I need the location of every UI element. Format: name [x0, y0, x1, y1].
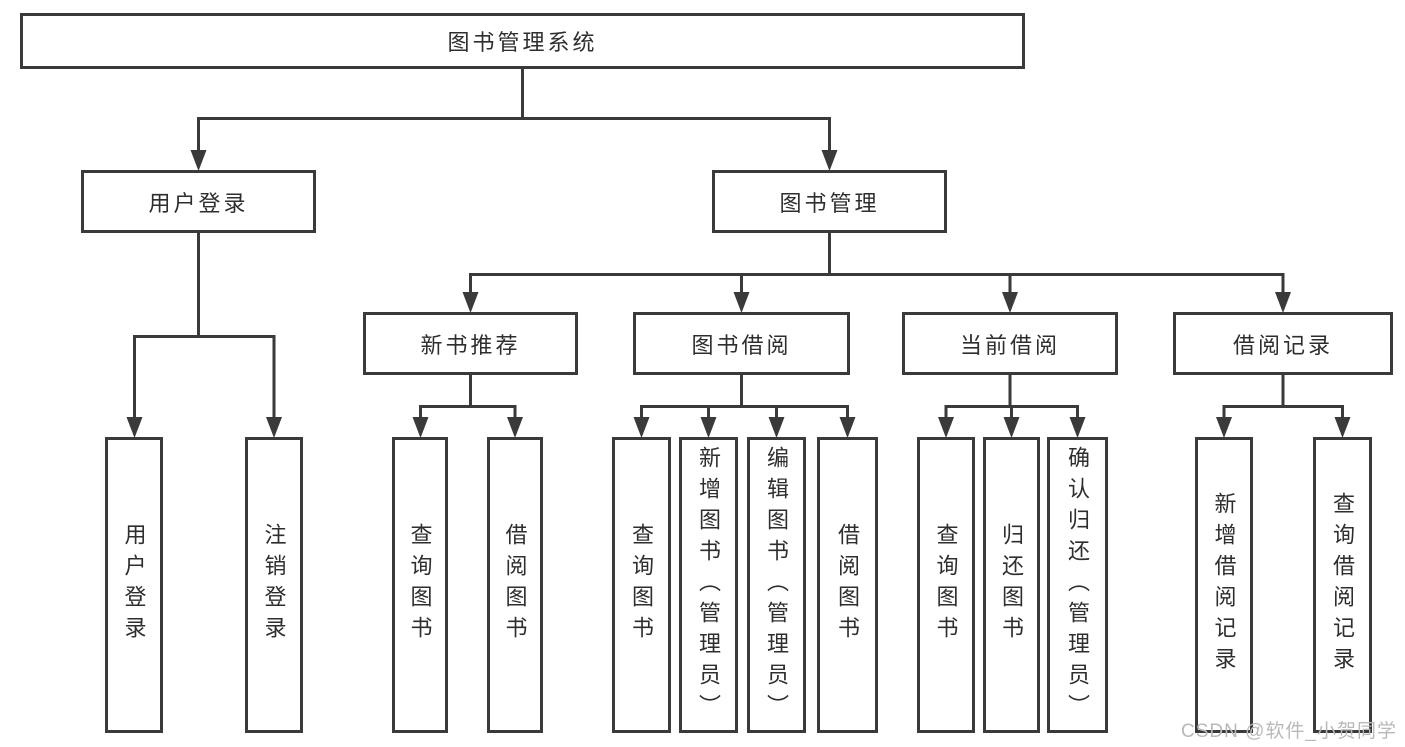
leaf-label: 借阅图书: [835, 523, 861, 647]
leaf-label: 新增借阅记录: [1211, 492, 1237, 678]
leaf-return-book: 归还图书: [983, 437, 1040, 733]
leaf-label: 查询图书: [407, 523, 433, 647]
node-current-borrow: 当前借阅: [902, 312, 1118, 375]
leaf-label: 归还图书: [999, 523, 1025, 647]
node-new-book-recommend: 新书推荐: [363, 312, 578, 375]
leaf-add-book-admin: 新增图书（管理员）: [679, 437, 738, 733]
leaf-label: 新增图书（管理员）: [696, 445, 722, 725]
leaf-label: 编辑图书（管理员）: [764, 445, 790, 725]
leaf-label: 确认归还（管理员）: [1065, 445, 1091, 725]
node-user-login: 用户登录: [81, 170, 316, 233]
leaf-label: 查询图书: [933, 523, 959, 647]
leaf-logout-login: 注销登录: [245, 437, 303, 733]
leaf-confirm-return-admin: 确认归还（管理员）: [1047, 437, 1108, 733]
leaf-label: 借阅图书: [502, 523, 528, 647]
leaf-query-books-current: 查询图书: [917, 437, 975, 733]
leaf-user-login: 用户登录: [105, 437, 163, 733]
node-book-borrow: 图书借阅: [633, 312, 850, 375]
leaf-label: 注销登录: [261, 523, 287, 647]
leaf-borrow-books: 借阅图书: [817, 437, 878, 733]
leaf-edit-book-admin: 编辑图书（管理员）: [747, 437, 806, 733]
arrowheads: [126, 150, 1351, 438]
leaf-borrow-books-recommend: 借阅图书: [487, 437, 543, 733]
leaf-query-books-recommend: 查询图书: [392, 437, 448, 733]
leaf-add-borrow-record: 新增借阅记录: [1195, 437, 1253, 733]
csdn-watermark: CSDN @软件_小贺同学: [1181, 721, 1397, 742]
leaf-label: 用户登录: [121, 523, 147, 647]
leaf-label: 查询借阅记录: [1330, 492, 1356, 678]
leaf-label: 查询图书: [629, 523, 655, 647]
leaf-query-borrow-record: 查询借阅记录: [1313, 437, 1372, 733]
node-book-management: 图书管理: [712, 170, 947, 233]
leaf-query-books-borrow: 查询图书: [612, 437, 671, 733]
node-system-root: 图书管理系统: [20, 13, 1025, 69]
node-borrow-records: 借阅记录: [1173, 312, 1393, 375]
